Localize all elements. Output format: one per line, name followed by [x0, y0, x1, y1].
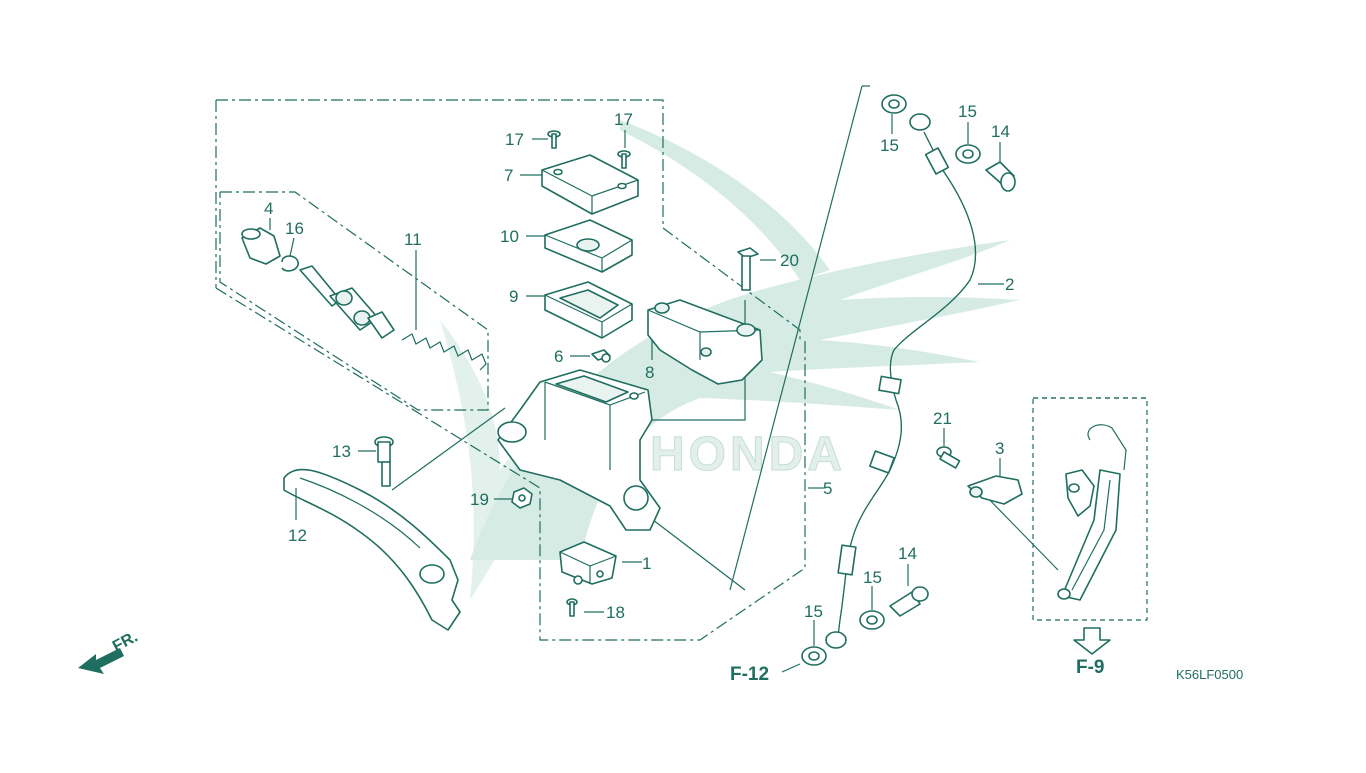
hose-guide-bracket	[1057, 424, 1127, 601]
clip-6	[591, 349, 611, 363]
holder-8	[647, 299, 763, 385]
reservoir-cap-7	[541, 154, 639, 215]
arrow-to-f9	[1073, 627, 1111, 655]
callout-19: 19	[470, 490, 489, 509]
callout-1: 1	[642, 554, 651, 573]
callout-2: 2	[1005, 275, 1014, 294]
frame-piston-kit	[219, 191, 489, 411]
pivot-bolt-13	[374, 436, 394, 487]
callout-13: 13	[332, 442, 351, 461]
piston-assembly	[299, 265, 395, 339]
washer-15-top-left	[881, 94, 907, 114]
callout-20: 20	[780, 251, 799, 270]
brake-lever-12	[283, 468, 461, 631]
washer-15-top-right	[955, 144, 981, 164]
hose-clamp-3	[967, 475, 1023, 505]
callout-15-top-left: 15	[880, 136, 899, 155]
callout-3: 3	[995, 439, 1004, 458]
callout-18: 18	[606, 603, 625, 622]
callout-14-top: 14	[991, 122, 1010, 141]
circlip-16	[281, 255, 299, 272]
ref-f12[interactable]: F-12	[730, 664, 769, 685]
callout-8: 8	[645, 363, 654, 382]
screw-18	[566, 598, 578, 617]
callout-leaders	[269, 114, 1004, 646]
callout-7: 7	[504, 166, 513, 185]
leader-hose-frame	[729, 85, 863, 591]
bolt-21	[936, 446, 961, 469]
front-direction-arrow-icon	[78, 648, 124, 674]
screw-17-left	[547, 130, 561, 149]
callout-5: 5	[823, 479, 832, 498]
callout-16: 16	[285, 219, 304, 238]
nut-19	[511, 487, 533, 509]
boot-4	[241, 227, 281, 265]
diaphragm-plate-10	[544, 219, 633, 273]
callouts: 17 17 7 10 9 6 8 20 4 16 11 13 12 19 5 1…	[264, 102, 1014, 622]
leader-3-clamp	[979, 489, 1059, 571]
callout-17-right: 17	[614, 110, 633, 129]
callout-9: 9	[509, 287, 518, 306]
callout-15-top-right: 15	[958, 102, 977, 121]
callout-14-bottom: 14	[898, 544, 917, 563]
screw-17-right	[617, 150, 631, 169]
callout-21: 21	[933, 409, 952, 428]
frame-body	[215, 287, 806, 641]
arrow-to-f12	[781, 663, 801, 673]
banjo-bolt-14-top	[985, 161, 1016, 192]
diaphragm-9	[544, 281, 633, 339]
callout-11: 11	[404, 230, 422, 249]
leader-13	[391, 407, 506, 491]
frame-upper	[216, 99, 801, 340]
callout-15-bottom-left: 15	[804, 602, 823, 621]
banjo-bolt-14-bottom	[889, 586, 929, 617]
callout-6: 6	[554, 347, 563, 366]
master-cylinder-body	[497, 369, 661, 531]
callout-4: 4	[264, 199, 273, 218]
callout-10: 10	[500, 227, 519, 246]
callout-12: 12	[288, 526, 307, 545]
leader-body-low	[639, 509, 746, 591]
ref-f9[interactable]: F-9	[1076, 657, 1105, 678]
brake-hose-2	[825, 113, 977, 649]
callout-15-bottom-right: 15	[863, 568, 882, 587]
spring	[401, 333, 487, 371]
watermark-brand: HONDA	[650, 428, 846, 481]
frame-clamp	[1032, 397, 1148, 621]
bolt-20	[737, 247, 759, 291]
diagram-code: K56LF0500	[1176, 667, 1243, 682]
washer-15-bottom-right	[859, 610, 885, 630]
callout-17-left: 17	[505, 130, 524, 149]
stop-switch-1	[559, 541, 617, 585]
washer-15-bottom-left	[801, 646, 827, 666]
